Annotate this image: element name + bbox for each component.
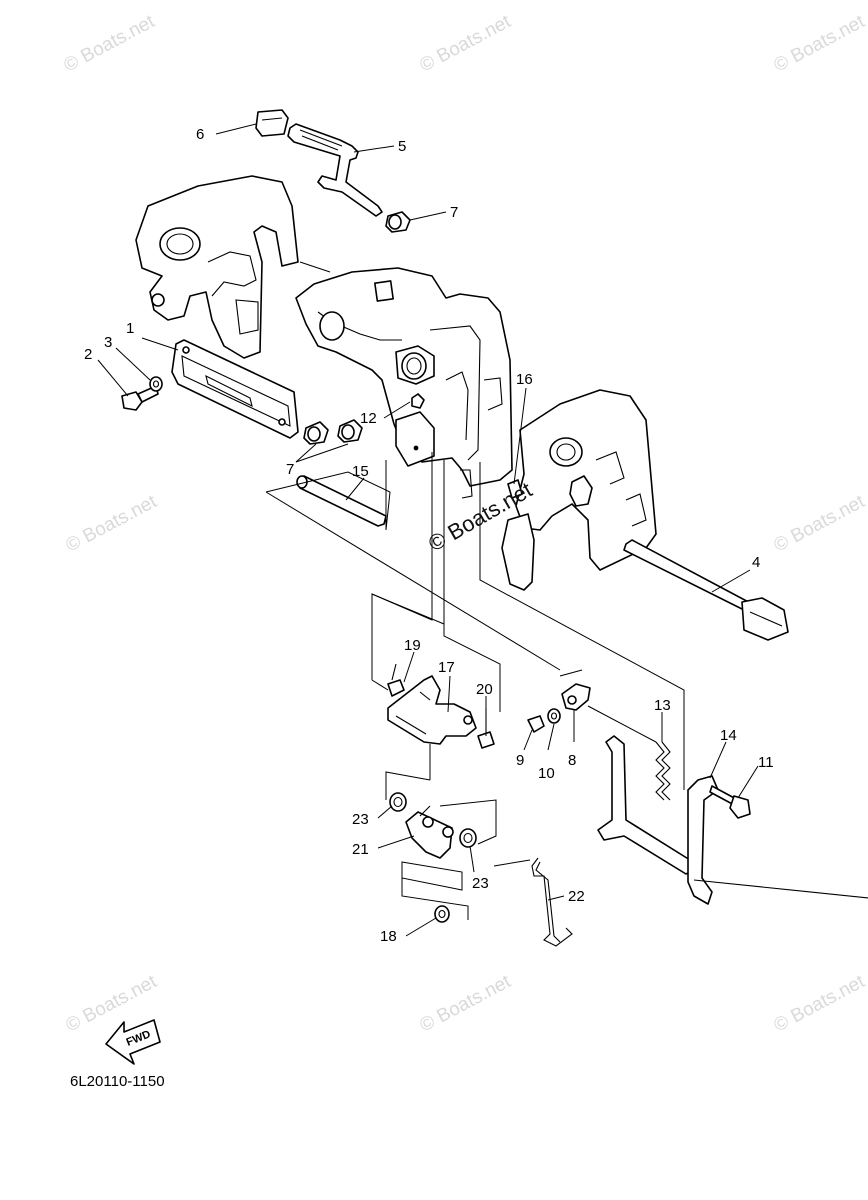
callout-10: 10 [538, 765, 555, 782]
clamp-bracket-left [135, 175, 299, 359]
part-23-collar-right [459, 828, 477, 848]
watermark: © Boats.net [770, 491, 868, 557]
part-22-rod [531, 857, 573, 947]
callout-7-lower: 7 [286, 461, 294, 478]
callout-21: 18 [380, 928, 397, 945]
callout-23-left: 23 [352, 811, 369, 828]
callout-4: 4 [752, 554, 760, 571]
callout-12: 12 [360, 410, 377, 427]
part-7-bushings-lower [303, 419, 363, 445]
watermark: © Boats.net [770, 11, 868, 77]
part-8-lever [559, 669, 591, 711]
callout-20: 21 [352, 841, 369, 858]
part-21-collar [434, 905, 450, 923]
watermark: © Boats.net [416, 971, 514, 1037]
part-4-rod [623, 539, 789, 641]
callout-9: 9 [516, 752, 524, 769]
part-6-grip [255, 109, 289, 137]
callout-19: 20 [476, 681, 493, 698]
part-20-link [405, 805, 454, 859]
callout-7-top: 7 [450, 204, 458, 221]
part-17-bracket [387, 675, 477, 745]
leader-lines [97, 123, 759, 937]
part-12-clip [411, 393, 425, 409]
diagram-code: 6L20110-1150 [70, 1073, 165, 1090]
swivel-bracket [295, 267, 513, 499]
callout-23-right: 23 [472, 875, 489, 892]
callout-8: 8 [568, 752, 576, 769]
fwd-arrow-icon: FWD [105, 1019, 161, 1065]
callout-labels: 6 5 7 1 2 3 7 12 15 16 4 19 17 20 9 10 8… [84, 126, 774, 945]
part-13-spring [655, 741, 671, 801]
clamp-bracket-right [501, 389, 657, 591]
callout-3: 3 [104, 334, 112, 351]
callout-5: 5 [398, 138, 406, 155]
part-15-pin [296, 475, 387, 527]
callout-6: 6 [196, 126, 204, 143]
callout-2: 2 [84, 346, 92, 363]
part-5-tilt-lever [287, 123, 383, 217]
callout-1: 1 [126, 320, 134, 337]
watermark: © Boats.net [62, 491, 160, 557]
watermark: © Boats.net [416, 11, 514, 77]
part-18-spring [387, 663, 405, 697]
callout-11: 11 [758, 754, 774, 771]
callout-16: 16 [516, 371, 533, 388]
callout-22: 22 [568, 888, 585, 905]
callout-14: 14 [720, 727, 737, 744]
watermark: © Boats.net [770, 971, 868, 1037]
part-1-plate [171, 339, 299, 439]
part-11-bolt [709, 785, 751, 819]
callout-15: 15 [352, 463, 369, 480]
callout-13: 13 [654, 697, 671, 714]
part-10-washer [547, 708, 561, 724]
part-3-washer [149, 376, 163, 392]
part-9-bolt [527, 715, 545, 733]
part-7-bushing-top [385, 211, 411, 233]
callout-17: 17 [438, 659, 455, 676]
callout-18: 19 [404, 637, 421, 654]
watermark: © Boats.net [60, 11, 158, 77]
part-23-collar-left [389, 792, 407, 812]
part-14-stand-lever [597, 735, 868, 905]
